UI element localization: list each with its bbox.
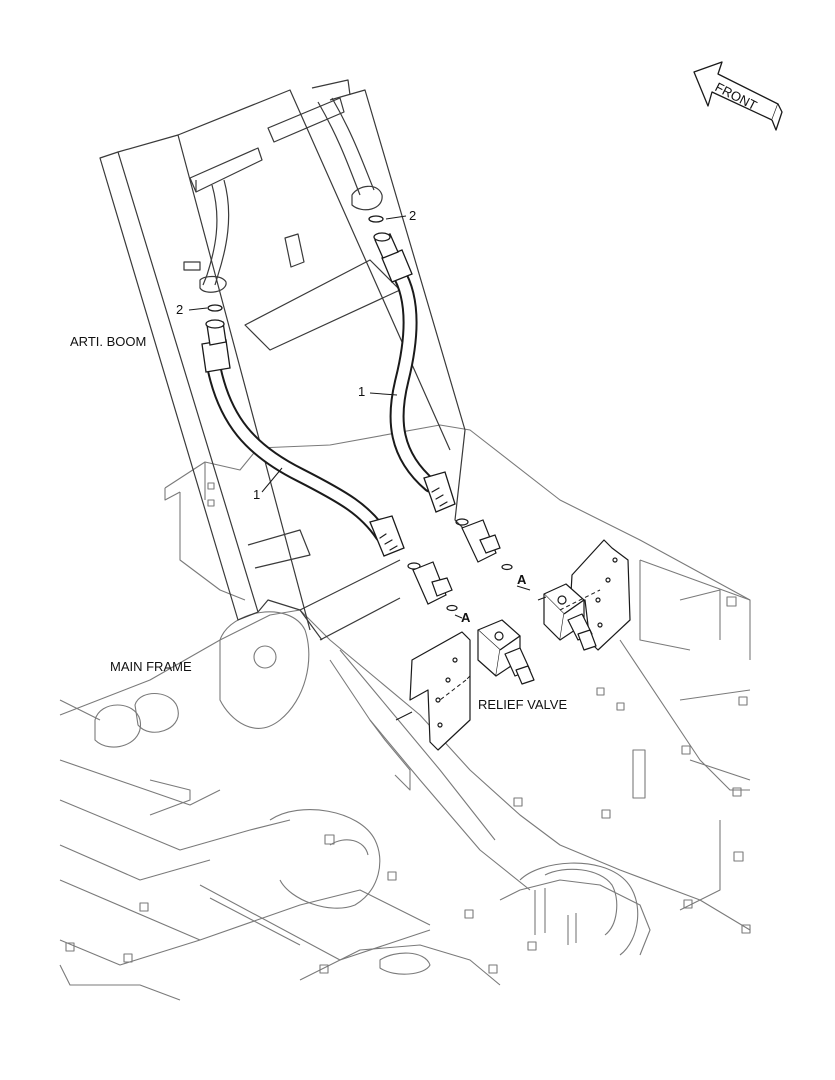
hose-assembly-right (368, 215, 513, 571)
callout-view-a-right: A (517, 572, 527, 587)
leader-lines (188, 215, 601, 721)
callout-view-a-left: A (461, 610, 471, 625)
main-frame-drawing (59, 424, 751, 1001)
relief-valve-left (409, 619, 535, 751)
main-frame-label: MAIN FRAME (110, 659, 192, 674)
arti-boom-drawing (99, 79, 471, 641)
callout-oring-left: 2 (176, 302, 184, 317)
front-direction-arrow: FRONT (693, 61, 783, 131)
callout-oring-right: 2 (409, 208, 417, 223)
callout-hose-left: 1 (253, 487, 261, 502)
hose-assembly-left (201, 304, 458, 612)
relief-valve-label: RELIEF VALVE (478, 697, 568, 712)
relief-valve-right (543, 539, 631, 651)
callout-hose-right: 1 (358, 384, 366, 399)
arti-boom-label: ARTI. BOOM (70, 334, 147, 349)
